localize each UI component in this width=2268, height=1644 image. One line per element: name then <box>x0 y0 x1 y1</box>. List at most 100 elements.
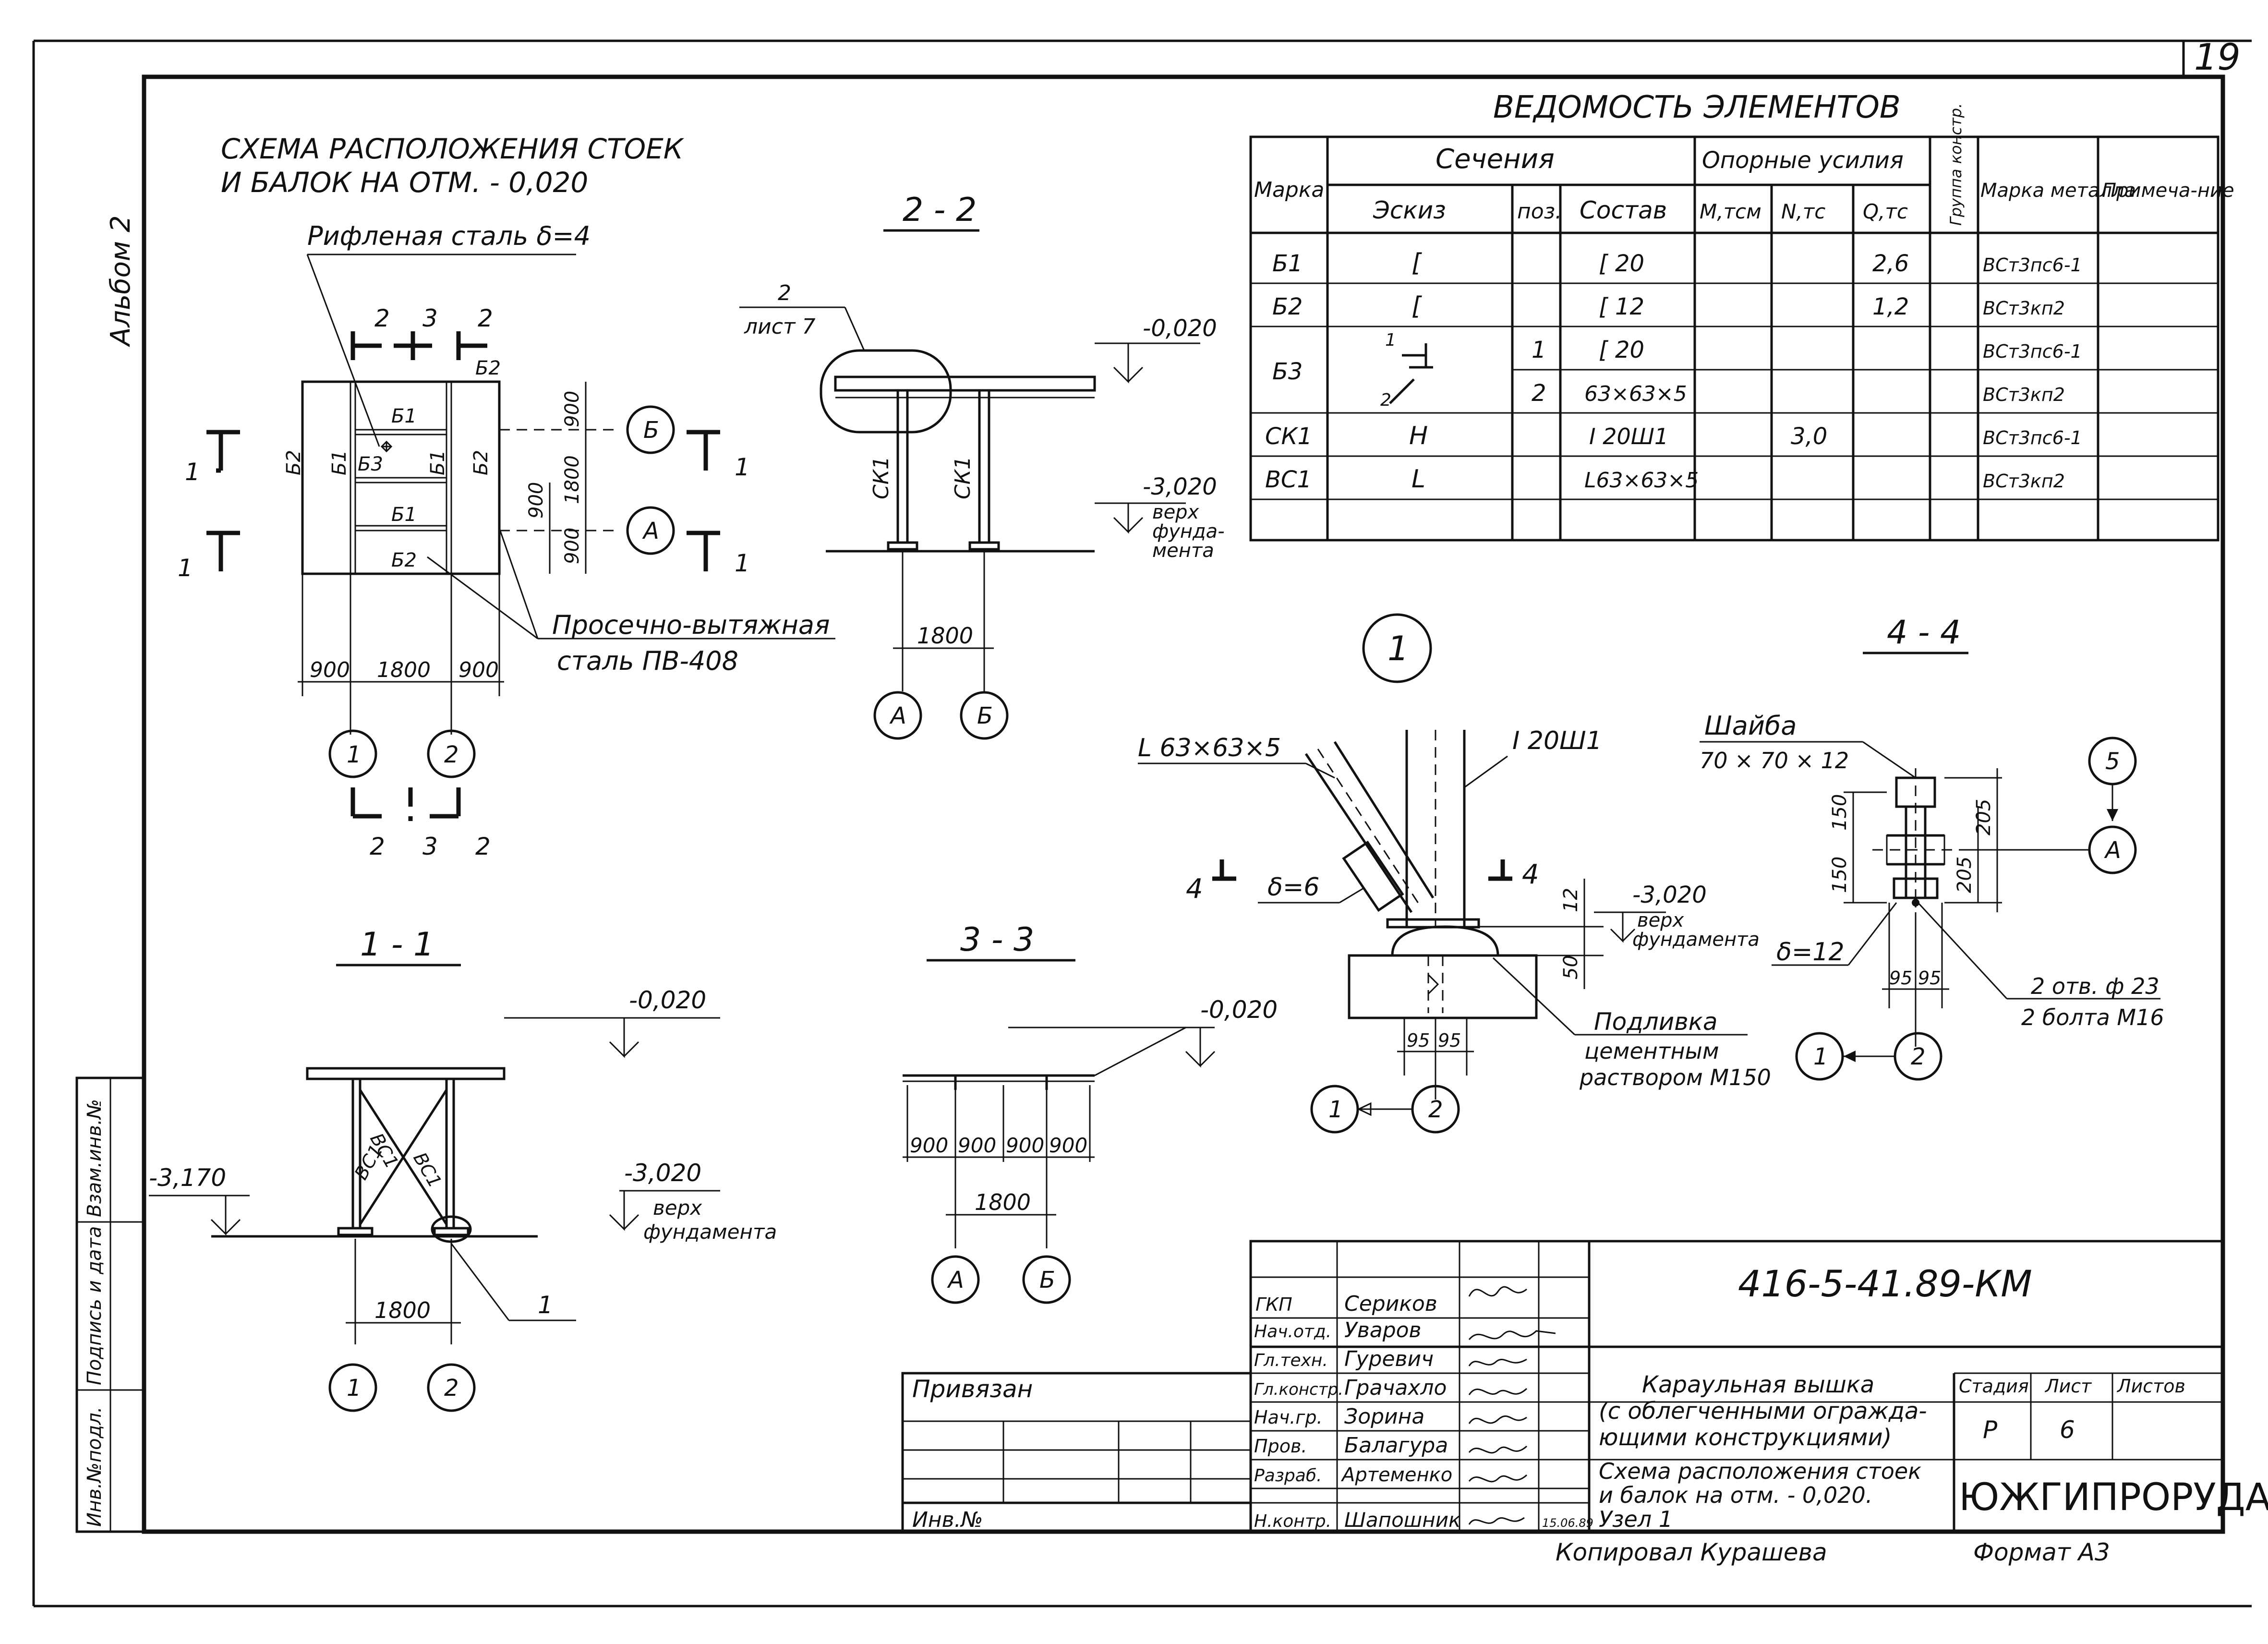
tb-bound-label: Привязан <box>912 1375 1033 1403</box>
plan-dim-900-r3: 900 <box>525 482 547 519</box>
node-1: 1 L 63×63×5 I 20Ш1 4 δ=6 4 12 50 -3,020 <box>1138 613 1771 1134</box>
s11-axis-2: 2 <box>444 1375 459 1402</box>
section-4-4: 4 - 4 Шайба 70 × 70 × 12 150 150 205 205… <box>1700 614 2164 1081</box>
schedule-cell-composition: [ 20 <box>1599 250 1644 277</box>
schedule-row: Б1 [ [ 20 2,6 ВСт3пс6-1 <box>1272 249 2082 278</box>
s33-dim-900-2: 900 <box>958 1134 996 1157</box>
schedule-cell-sketch: L <box>1411 465 1425 494</box>
node1-angle-label: L 63×63×5 <box>1138 734 1281 762</box>
s11-elev-note-1: верх <box>653 1196 702 1220</box>
tb-person-row: Нач.отд. Уваров <box>1254 1318 1422 1342</box>
tb-person-row: Нач.гр. Зорина <box>1254 1404 1424 1429</box>
s11-elev-note-2: фундамента <box>643 1220 777 1244</box>
schedule-h-q: Q,тс <box>1863 200 1908 223</box>
tb-person-row: Гл.констр. Грачахло <box>1254 1376 1447 1400</box>
s22-axis-a: А <box>889 702 906 729</box>
tb-date: 15.06.89 <box>1542 1516 1593 1530</box>
tb-name: Сериков <box>1344 1292 1437 1316</box>
schedule-h-mark: Марка <box>1254 178 1324 202</box>
schedule-h-composition: Состав <box>1580 196 1667 224</box>
schedule-cell-composition: [ 12 <box>1599 293 1644 320</box>
tb-name: Артеменко <box>1340 1464 1452 1486</box>
node1-cut-4-right: 4 <box>1522 859 1539 890</box>
node1-dim-95-l: 95 <box>1407 1030 1430 1051</box>
schedule-row: ВС1 L L63×63×5 ВСт3кп2 <box>1265 465 2065 494</box>
plan-axis-b-label: Б <box>643 417 659 444</box>
plan-cut-2-top-left: 2 <box>374 304 390 332</box>
s44-holes-2: 2 болта М16 <box>2021 1004 2164 1030</box>
s44-axis-1: 1 <box>1813 1043 1828 1070</box>
node1-grout-1: Подливка <box>1594 1008 1718 1036</box>
s22-axis-a-bubble <box>873 691 922 740</box>
s44-dim-150-top: 150 <box>1829 794 1851 831</box>
s44-dim-205-top: 205 <box>1973 799 1995 835</box>
schedule-cell-composition: 63×63×5 <box>1584 382 1687 406</box>
s22-elev-bottom: -3,020 <box>1143 473 1217 500</box>
schedule-cell-steel: ВСт3кп2 <box>1983 384 2065 405</box>
plan-cut-1-right-b: 1 <box>735 549 750 577</box>
s11-elev-top: -0,020 <box>629 986 706 1014</box>
schedule-cell-pos: 2 <box>1532 380 1546 407</box>
schedule-sketch-b3-pos2: 2 <box>1380 390 1391 410</box>
s33-elev-top: -0,020 <box>1200 996 1278 1024</box>
schedule-cell-steel: ВСт3пс6-1 <box>1983 341 2082 362</box>
tb-name: Балагура <box>1344 1433 1448 1458</box>
node1-dim-95-r: 95 <box>1438 1030 1461 1051</box>
s44-axis-5-bubble <box>2088 737 2137 786</box>
s44-axis-2: 2 <box>1911 1043 1926 1070</box>
schedule-sketch-b3: 1 2 <box>1380 330 1433 410</box>
stamp-replace-label: Взам.инв.№ <box>84 1099 106 1217</box>
plan-cut-2-bottom-left: 2 <box>370 833 385 860</box>
plan-cut-1-right-a: 1 <box>735 453 750 481</box>
schedule-h-n: N,тс <box>1781 200 1825 223</box>
schedule-cell-steel: ВСт3кп2 <box>1983 298 2065 319</box>
plan-label-b2-right: Б2 <box>470 450 492 475</box>
plan-axis-2-bubble <box>427 729 476 778</box>
s44-axis-5: 5 <box>2105 748 2120 775</box>
plan-dim-900-r2: 900 <box>561 528 583 564</box>
s11-axis-1-bubble <box>328 1363 377 1412</box>
tb-role: Нач.гр. <box>1254 1407 1323 1428</box>
s44-holes-1: 2 отв. ф 23 <box>2031 973 2159 999</box>
element-schedule: ВЕДОМОСТЬ ЭЛЕМЕНТОВ Марка Сечения Эскиз … <box>1249 90 2234 542</box>
s44-plate: δ=12 <box>1776 938 1845 967</box>
node1-axis-2-bubble <box>1411 1085 1460 1134</box>
s22-title: 2 - 2 <box>903 191 977 229</box>
tb-person-row: ГКП Сериков <box>1255 1292 1437 1316</box>
s11-dim: 1800 <box>374 1297 431 1323</box>
schedule-h-sections: Сечения <box>1436 144 1555 175</box>
schedule-sketch-b3-pos1: 1 <box>1385 330 1396 350</box>
node1-elev-note-2: фундамента <box>1632 929 1760 951</box>
schedule-cell-mark: ВС1 <box>1265 466 1312 493</box>
s44-axis-a-bubble <box>2088 825 2137 874</box>
s22-ref-sheet: лист 7 <box>744 314 816 339</box>
s33-axis-a-bubble <box>931 1255 980 1304</box>
schedule-cell-mark: Б1 <box>1272 250 1303 277</box>
stamp-sign-label: Подпись и дата <box>84 1226 106 1385</box>
schedule-cell-composition: [ 20 <box>1599 337 1644 363</box>
node1-title-bubble <box>1362 613 1432 683</box>
s44-dim-205-bottom: 205 <box>1954 857 1976 893</box>
schedule-row: 2 63×63×5 ВСт3кп2 <box>1532 380 2065 407</box>
plan-label-b2-top: Б2 <box>475 357 501 379</box>
s22-ref-num: 2 <box>778 281 791 305</box>
schedule-h-steel: Марка металла <box>1980 180 2136 202</box>
tb-name: Зорина <box>1344 1404 1424 1429</box>
section-2-2: 2 - 2 2 лист 7 СК1 СК1 -0,020 -3,020 вер… <box>739 191 1225 740</box>
section-1-1: 1 - 1 ВС1 ВС1 ВС1 -0,020 -3,170 -3,020 в… <box>149 926 777 1412</box>
tb-name: Грачахло <box>1344 1376 1447 1400</box>
s22-col-label-2: СК1 <box>951 456 975 499</box>
tb-role: Гл.констр. <box>1254 1380 1343 1399</box>
s44-title: 4 - 4 <box>1887 614 1961 652</box>
tb-name: Гуревич <box>1344 1347 1434 1371</box>
schedule-cell-sketch: H <box>1409 422 1428 450</box>
s33-dim-900-4: 900 <box>1049 1134 1087 1157</box>
tb-org: ЮЖГИПРОРУДА <box>1959 1476 2268 1519</box>
s44-dim-95-r: 95 <box>1918 967 1941 989</box>
schedule-title: ВЕДОМОСТЬ ЭЛЕМЕНТОВ <box>1493 90 1901 125</box>
tb-role: Пров. <box>1254 1436 1307 1457</box>
s11-brace-3: ВС1 <box>409 1149 446 1191</box>
plan-dim-1800-bottom: 1800 <box>377 658 431 682</box>
tb-role: Разраб. <box>1254 1466 1322 1486</box>
s22-col-label-1: СК1 <box>869 456 893 499</box>
